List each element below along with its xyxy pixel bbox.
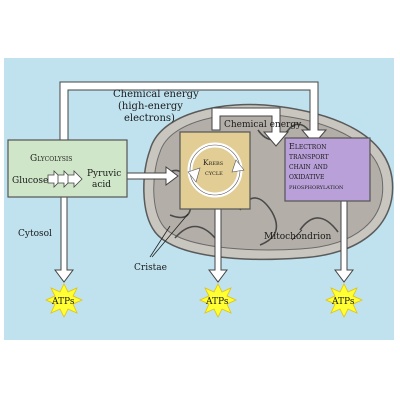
etc-box (284, 137, 371, 202)
chemical-energy-top-label: (high-energy (118, 101, 183, 112)
mitochondrion-leader (291, 229, 303, 241)
krebs-label: cycle (205, 168, 223, 177)
chemical-energy-arrow-inner (211, 107, 290, 147)
etc-label: phosphorylation (289, 182, 344, 191)
atp-burst-3 (325, 283, 363, 318)
krebs-label: Krebs (203, 158, 224, 167)
glycolysis-to-krebs-arrow (126, 166, 179, 186)
chemical-energy-top-label: electrons) (124, 113, 175, 124)
chemical-energy-inner-label: Chemical energy (224, 120, 302, 130)
atp-label-krebs: ATPs (205, 297, 229, 307)
atp-burst-1 (45, 283, 83, 318)
atp-arrow-etc (334, 200, 354, 283)
atp-arrow-glycolysis (54, 196, 74, 283)
atp-arrow-krebs (208, 208, 228, 283)
crista-fold (299, 217, 339, 233)
glucose-label: Glucose (12, 176, 48, 186)
glycolysis-title: Glycolysis (30, 154, 72, 164)
crista-fold (174, 225, 216, 239)
etc-label: Electron (289, 142, 326, 151)
cristae-leader (151, 213, 189, 258)
mitochondrion-label: Mitochondrion (264, 232, 332, 242)
cytosol-label: Cytosol (18, 229, 52, 239)
cristae-label: Cristae (134, 263, 167, 273)
pyruvic-acid-label: acid (92, 180, 111, 190)
etc-label: oxidative (289, 172, 324, 181)
etc-label: chain and (289, 162, 328, 171)
glycolysis-step-arrows (47, 170, 83, 188)
crista-fold (257, 123, 313, 141)
etc-label: transport (289, 152, 329, 161)
chemical-energy-top-label: Chemical energy (113, 89, 199, 100)
atp-label-etc: ATPs (331, 297, 355, 307)
atp-burst-2 (199, 283, 237, 318)
pyruvic-acid-label: Pyruvic (87, 169, 121, 179)
glycolysis-box (7, 139, 128, 198)
chemical-energy-arrow-outer (59, 81, 328, 145)
atp-label-glycolysis: ATPs (51, 297, 75, 307)
cristae-leader (149, 225, 171, 258)
krebs-cycle-icon (187, 142, 245, 198)
